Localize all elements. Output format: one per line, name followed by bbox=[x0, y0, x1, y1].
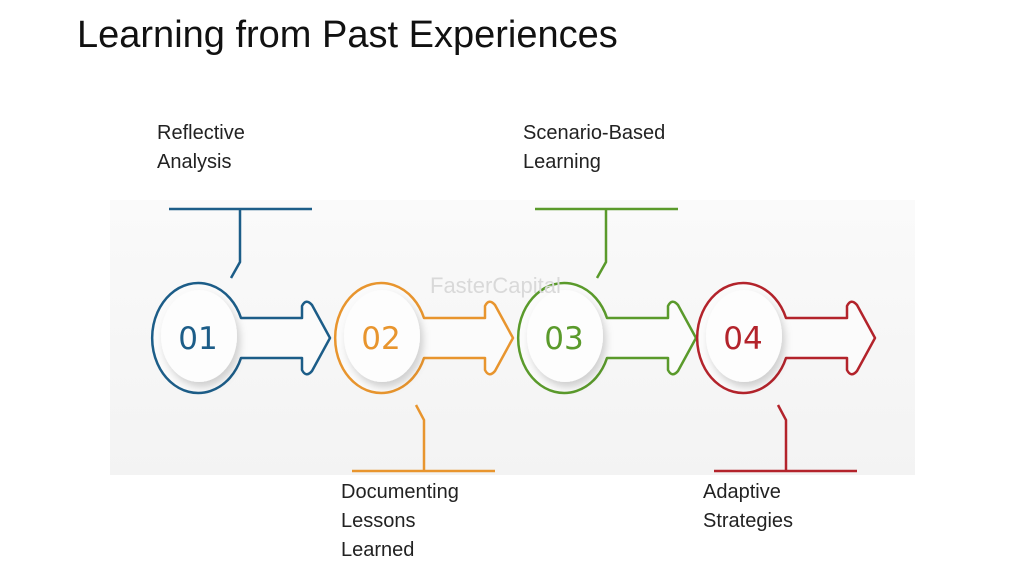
label-line: Adaptive bbox=[703, 481, 781, 503]
step-03: 03 bbox=[516, 207, 698, 395]
connector-line bbox=[352, 404, 495, 473]
step-number: 03 bbox=[544, 321, 583, 357]
connector-line bbox=[714, 404, 857, 473]
step-02: 02 bbox=[333, 281, 515, 473]
connector-line bbox=[169, 207, 312, 279]
step-01: 01 bbox=[150, 207, 332, 395]
inner-circle bbox=[344, 290, 420, 382]
inner-circle bbox=[706, 290, 782, 382]
label-line: Analysis bbox=[157, 151, 232, 173]
step-number: 01 bbox=[178, 321, 217, 357]
watermark: FasterCapital bbox=[430, 273, 561, 298]
label-line: Documenting bbox=[341, 481, 459, 503]
label-line: Lessons bbox=[341, 510, 416, 532]
inner-circle bbox=[527, 290, 603, 382]
step-number: 02 bbox=[361, 321, 400, 357]
step-04: 04 bbox=[695, 281, 877, 473]
step-number: 04 bbox=[723, 321, 762, 357]
page-title: Learning from Past Experiences bbox=[77, 14, 618, 56]
label-line: Learning bbox=[523, 151, 601, 173]
connector-line bbox=[535, 207, 678, 279]
label-line: Learned bbox=[341, 539, 415, 561]
label-line: Strategies bbox=[703, 510, 794, 532]
inner-circle bbox=[161, 290, 237, 382]
label-line: Scenario-Based bbox=[523, 122, 666, 144]
label-line: Reflective bbox=[157, 122, 245, 144]
